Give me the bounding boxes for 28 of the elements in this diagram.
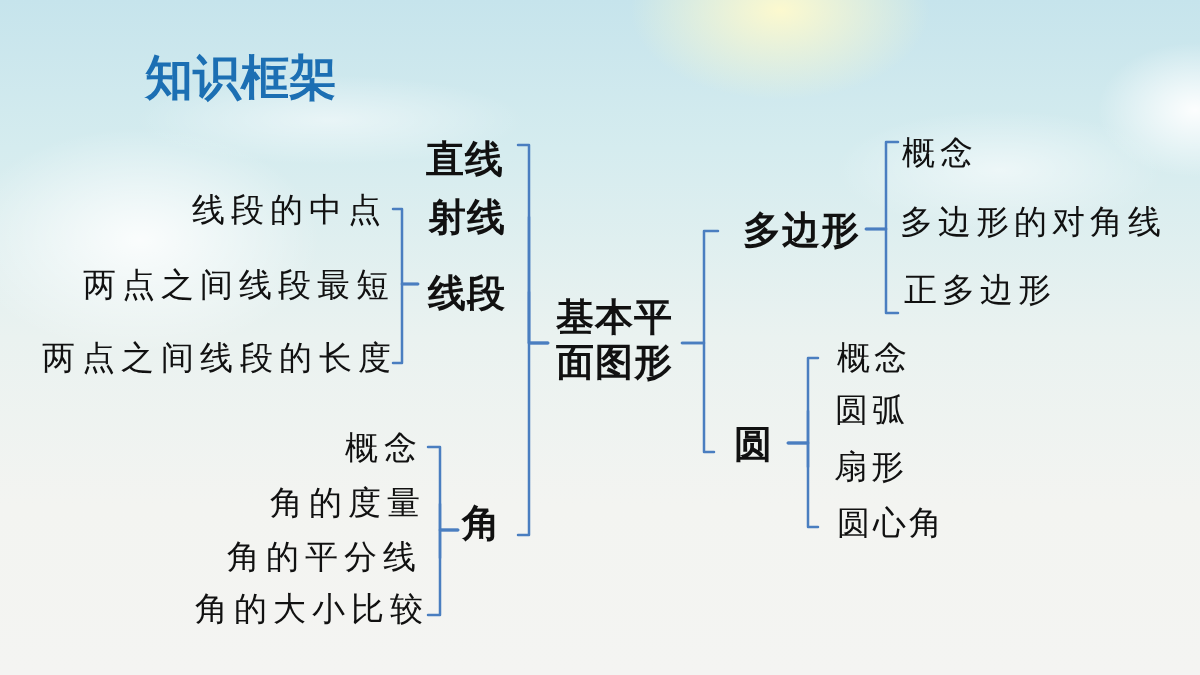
item-label: 概念: [345, 431, 423, 464]
item-label: 正多边形: [904, 273, 1056, 306]
branch-label: 多边形: [743, 211, 860, 249]
item-label: 概念: [902, 136, 978, 169]
bracket-line: [516, 341, 550, 537]
item-label: 线段的中点: [192, 193, 387, 226]
item-label: 多边形的对角线: [900, 205, 1166, 238]
branch-label: 圆: [734, 425, 773, 463]
item-label: 扇形: [834, 450, 908, 483]
item-label: 概念: [837, 341, 911, 374]
item-label: 角的平分线: [227, 540, 422, 573]
item-label: 两点之间线段的长度: [42, 341, 398, 374]
item-label: 角的大小比较: [195, 592, 429, 625]
title: 知识框架: [145, 53, 337, 101]
bracket-line: [391, 282, 420, 365]
branch-label: 射线: [428, 198, 506, 236]
item-label: 圆心角: [837, 506, 945, 539]
branch-label: 角: [462, 504, 501, 542]
bracket-line: [426, 528, 460, 617]
branch-label: 直线: [426, 140, 504, 178]
item-label: 角的度量: [270, 486, 426, 519]
topic-label: 基本平面图形: [556, 293, 674, 384]
item-label: 两点之间线段最短: [83, 268, 395, 301]
bracket-line: [786, 441, 820, 529]
bracket-line: [864, 227, 900, 315]
bracket-line: [680, 341, 716, 454]
item-label: 圆弧: [835, 393, 909, 426]
branch-label: 线段: [428, 274, 506, 312]
